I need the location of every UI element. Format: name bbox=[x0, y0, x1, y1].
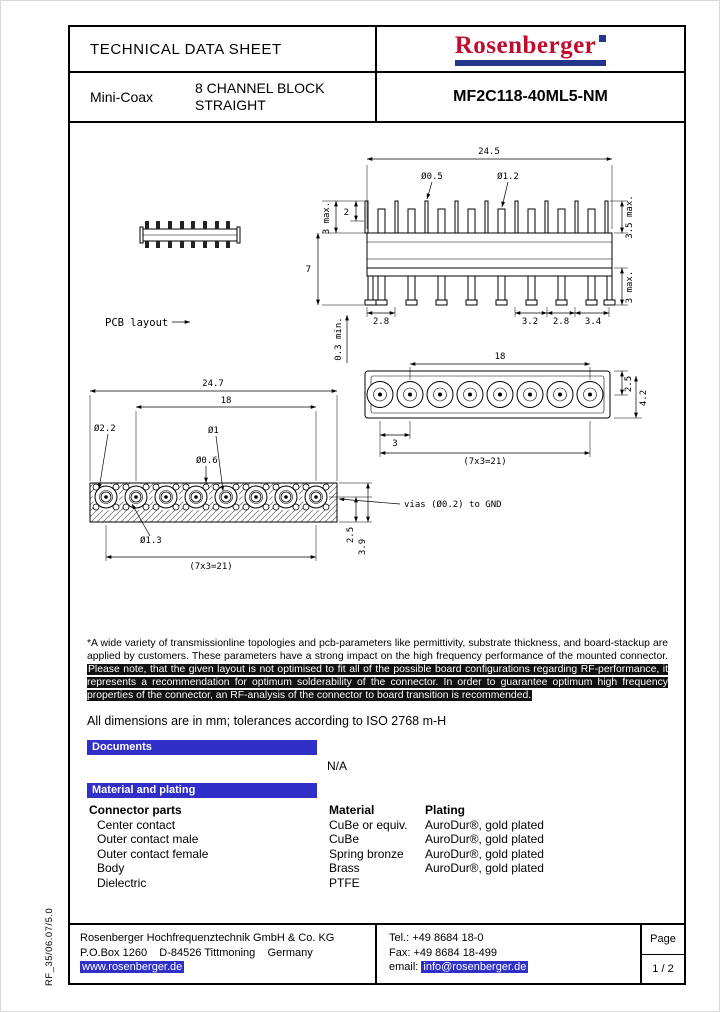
pcb-layout-label: PCB layout bbox=[105, 317, 168, 329]
company-name: Rosenberger Hochfrequenztechnik GmbH & C… bbox=[80, 932, 335, 944]
brand-logo-cell: Rosenberger bbox=[375, 27, 684, 71]
table-cell: AuroDur®, gold plated bbox=[425, 846, 544, 861]
table-cell: Outer contact female bbox=[97, 846, 209, 861]
document-revision-code: RF_35/06.07/5.0 bbox=[44, 907, 55, 986]
dim-pin-small: Ø0.5 bbox=[421, 171, 443, 182]
table-cell bbox=[425, 876, 684, 891]
vias-note: vias (Ø0.2) to GND bbox=[404, 499, 502, 510]
pcb-layout-view: 24.7 18 Ø2.2 Ø1 Ø0.6 Ø1.3 (7x3=21) 2.5 3… bbox=[89, 379, 502, 572]
tolerance-note: All dimensions are in mm; tolerances acc… bbox=[87, 714, 447, 728]
signal-pins bbox=[377, 208, 596, 234]
documents-section: Documents N/A bbox=[70, 740, 684, 773]
dim-7: 7 bbox=[306, 265, 311, 275]
dim-32: 3.2 bbox=[522, 317, 538, 327]
logo-square-icon bbox=[599, 34, 607, 42]
dim-03min: 0.3 min. bbox=[334, 317, 344, 360]
solder-legs bbox=[364, 275, 616, 306]
table-cell: Body bbox=[97, 861, 125, 875]
table-cell: PTFE bbox=[329, 875, 360, 890]
page-number: 1 / 2 bbox=[652, 962, 674, 975]
brand-wordmark: Rosenberger bbox=[454, 31, 597, 59]
materials-section: Material and plating Connector parts Mat… bbox=[70, 783, 684, 890]
dim-3max-left: 3 max. bbox=[322, 202, 332, 235]
dim-top-42: 4.2 bbox=[639, 390, 649, 406]
datasheet-page: TECHNICAL DATA SHEET Rosenberger Mini-Co… bbox=[68, 25, 686, 985]
gnd-vias bbox=[92, 483, 330, 511]
application-note: *A wide variety of transmissionline topo… bbox=[87, 637, 668, 702]
header-row-1: TECHNICAL DATA SHEET Rosenberger bbox=[70, 27, 684, 73]
footer-tel: Tel.: +49 8684 18-0 bbox=[389, 932, 484, 944]
website-link[interactable]: www.rosenberger.de bbox=[80, 961, 185, 973]
table-cell: AuroDur®, gold plated bbox=[425, 861, 544, 875]
dim-overall-width: 24.5 bbox=[478, 147, 500, 157]
dim-pin-large: Ø1.2 bbox=[497, 171, 519, 182]
table-cell: Dielectric bbox=[97, 875, 147, 890]
series-name: Mini-Coax bbox=[90, 89, 154, 105]
dim-hole-dia: Ø1 bbox=[208, 425, 219, 436]
dim-top-3: 3 bbox=[392, 439, 397, 449]
table-cell: Outer contact male bbox=[97, 832, 199, 846]
dim-top-25: 2.5 bbox=[624, 376, 634, 392]
col-header-parts: Connector parts bbox=[89, 803, 182, 817]
company-address: P.O.Box 1260 D-84526 Tittmoning Germany bbox=[80, 946, 313, 959]
doc-title: TECHNICAL DATA SHEET bbox=[90, 40, 282, 58]
dim-via-dia: Ø0.6 bbox=[196, 455, 218, 466]
dim-pcb-width: 24.7 bbox=[202, 379, 224, 389]
dim-3max-right: 3 max. bbox=[625, 271, 635, 304]
dim-pcb-18: 18 bbox=[221, 396, 232, 406]
table-cell: CuBe or equiv. bbox=[329, 817, 408, 832]
footer-company-cell: Rosenberger Hochfrequenztechnik GmbH & C… bbox=[70, 925, 375, 983]
dim-pcb-39: 3.9 bbox=[358, 539, 368, 555]
materials-table: Connector parts Material Plating Center … bbox=[89, 803, 684, 890]
materials-header: Material and plating bbox=[87, 783, 317, 798]
dim-34: 3.4 bbox=[585, 317, 601, 327]
drawing-area: PCB layout 24.5 bbox=[70, 123, 684, 631]
dim-2: 2 bbox=[344, 208, 349, 218]
col-header-plating: Plating bbox=[425, 803, 466, 817]
table-cell: AuroDur®, gold plated bbox=[425, 832, 544, 846]
documents-header: Documents bbox=[87, 740, 317, 755]
table-cell: Spring bronze bbox=[329, 846, 404, 861]
footer: Rosenberger Hochfrequenztechnik GmbH & C… bbox=[70, 923, 684, 983]
documents-value: N/A bbox=[327, 759, 348, 773]
table-cell: CuBe bbox=[329, 832, 360, 846]
dim-top-18: 18 bbox=[495, 352, 506, 362]
note-normal: *A wide variety of transmissionline topo… bbox=[87, 638, 668, 662]
footer-email-label: email: bbox=[389, 961, 419, 973]
dim-28-right: 2.8 bbox=[553, 317, 569, 327]
col-header-material: Material bbox=[329, 803, 375, 817]
top-view: 18 3 (7x3=21) 2.5 4.2 bbox=[364, 352, 649, 467]
dim-inner-dia: Ø1.3 bbox=[140, 535, 162, 546]
table-cell: AuroDur®, gold plated bbox=[425, 817, 544, 832]
footer-contact-cell: Tel.: +49 8684 18-0 Fax: +49 8684 18-499… bbox=[375, 925, 640, 983]
part-number: MF2C118-40ML5-NM bbox=[375, 73, 684, 121]
dim-pad-dia: Ø2.2 bbox=[94, 423, 116, 434]
table-cell: Brass bbox=[329, 861, 360, 875]
note-highlighted: Please note, that the given layout is no… bbox=[87, 664, 668, 701]
rosenberger-logo: Rosenberger bbox=[454, 31, 607, 66]
header-row-2: Mini-Coax 8 CHANNEL BLOCK STRAIGHT MF2C1… bbox=[70, 73, 684, 123]
email-link[interactable]: info@rosenberger.de bbox=[421, 961, 529, 973]
ground-pins bbox=[364, 200, 609, 234]
technical-drawing: PCB layout 24.5 bbox=[89, 147, 649, 572]
dim-pcb-pitch: (7x3=21) bbox=[189, 562, 232, 572]
table-cell: Center contact bbox=[97, 817, 176, 832]
dim-35max: 3.5 max. bbox=[625, 195, 635, 238]
dim-top-pitch: (7x3=21) bbox=[463, 457, 506, 467]
footer-page-cell: Page 1 / 2 bbox=[640, 925, 684, 983]
pcb-footprints bbox=[92, 483, 330, 511]
footer-fax: Fax: +49 8684 18-499 bbox=[389, 946, 497, 959]
logo-underline-bar bbox=[454, 59, 607, 66]
front-view: 24.5 Ø0.5 Ø1.2 2 3 max. 7 3.5 max. bbox=[306, 147, 635, 363]
product-cell: Mini-Coax 8 CHANNEL BLOCK STRAIGHT bbox=[70, 73, 375, 121]
product-name: 8 CHANNEL BLOCK STRAIGHT bbox=[195, 79, 325, 114]
page-label: Page bbox=[642, 925, 684, 955]
coax-ports bbox=[366, 381, 604, 408]
dim-28-left: 2.8 bbox=[373, 317, 389, 327]
overview-sketch bbox=[139, 221, 241, 248]
dim-pcb-25: 2.5 bbox=[346, 527, 356, 543]
